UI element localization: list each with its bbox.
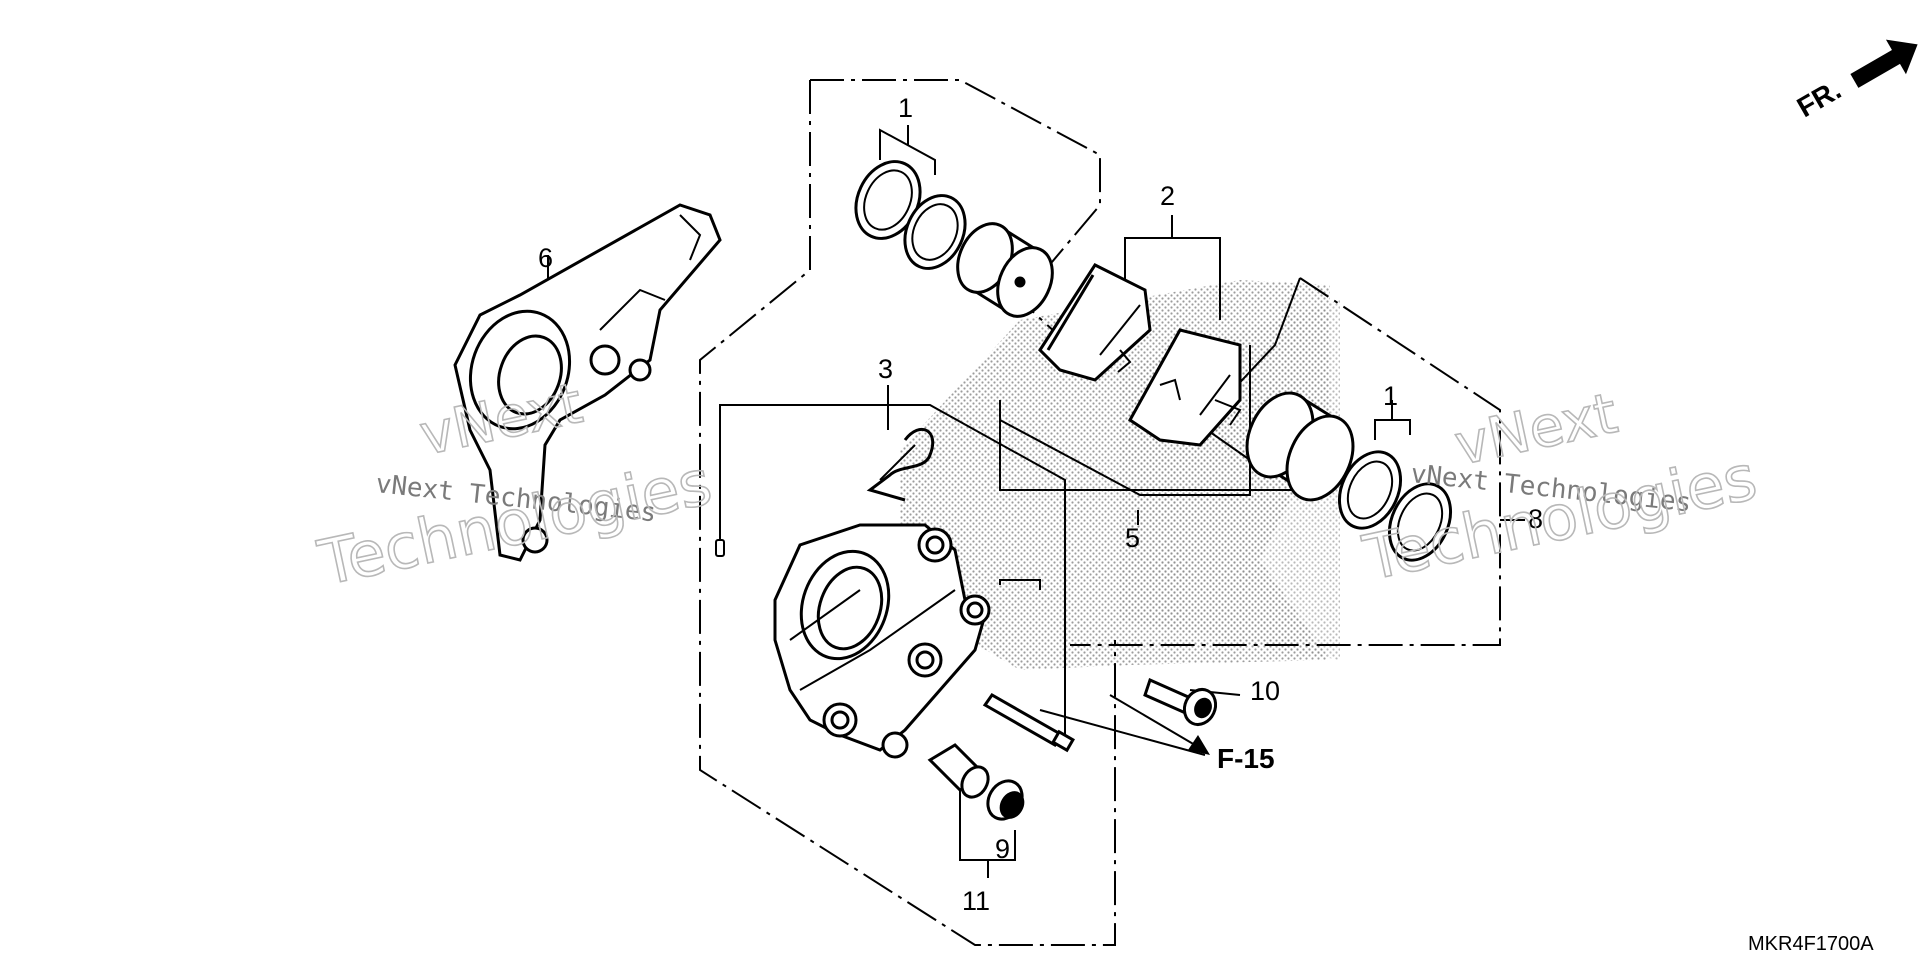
callout-11: 11 bbox=[962, 886, 990, 916]
callout-10: 10 bbox=[1250, 676, 1280, 706]
bleeder-valve-part-11 bbox=[927, 743, 990, 799]
small-pin bbox=[715, 539, 725, 557]
direction-marker: FR. bbox=[1792, 39, 1918, 123]
bolt-part-10 bbox=[1143, 677, 1218, 727]
direction-label: FR. bbox=[1792, 74, 1847, 123]
watermark-right-vnext: vNext bbox=[1449, 381, 1623, 479]
callout-9: 9 bbox=[995, 834, 1010, 864]
callout-1-right: 1 bbox=[1383, 381, 1398, 411]
pad-pin bbox=[982, 693, 1075, 753]
piston-seal-part-1c bbox=[1338, 450, 1402, 530]
callout-3: 3 bbox=[878, 354, 893, 384]
callout-8: 8 bbox=[1528, 504, 1543, 534]
piston-seal-part-1b bbox=[903, 194, 967, 270]
callout-2: 2 bbox=[1160, 181, 1175, 211]
callout-6: 6 bbox=[538, 243, 553, 273]
piston-part-5-top bbox=[956, 222, 1054, 318]
pad-spring-part-3 bbox=[866, 427, 935, 502]
piston-part-5-right bbox=[1245, 391, 1355, 502]
caliper-body bbox=[773, 523, 991, 759]
reference-label: F-15 bbox=[1217, 743, 1275, 774]
bleeder-cap-part-9 bbox=[986, 779, 1025, 821]
arrow-icon bbox=[1850, 39, 1918, 88]
caliper-bracket-part-6 bbox=[453, 203, 722, 562]
brake-pad-part-2a bbox=[1038, 263, 1152, 382]
brake-pad-part-2b bbox=[1128, 328, 1242, 447]
callout-5: 5 bbox=[1125, 523, 1140, 553]
callout-1-top: 1 bbox=[898, 93, 913, 123]
piston-seal-part-1a bbox=[854, 160, 922, 240]
reference-arrow-icon bbox=[1109, 694, 1210, 755]
diagram-code: MKR4F1700A bbox=[1748, 933, 1874, 955]
piston-seal-part-1d bbox=[1388, 482, 1452, 562]
